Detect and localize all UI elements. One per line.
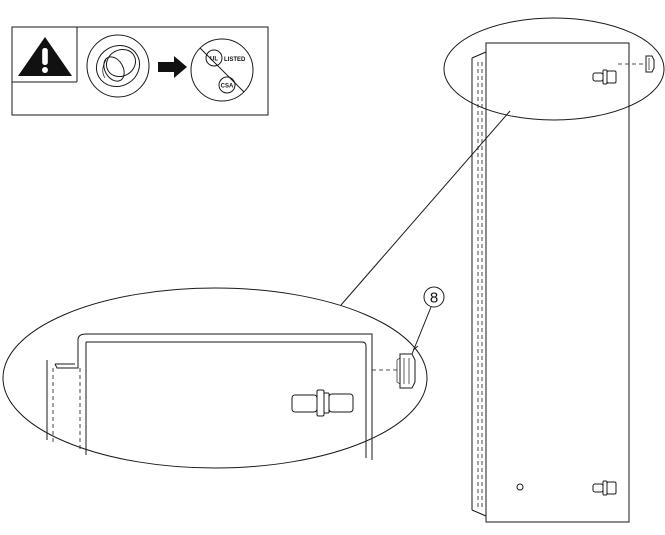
warning-panel-frame: [11, 26, 269, 116]
cert-mark-listed: LISTED: [224, 57, 246, 63]
detail-view-ellipse: [2, 287, 428, 469]
arrow-right-icon: [158, 56, 187, 78]
prohibited-circle-icon: UL LISTED CSA: [190, 38, 254, 102]
side-panel-hole: [516, 483, 524, 491]
side-panel: [471, 42, 655, 523]
top-stud: [592, 55, 655, 85]
grommet-icon: [86, 34, 150, 98]
detail-view: 8: [2, 286, 445, 469]
callout-circle: [423, 286, 445, 308]
callout-number: 8: [430, 290, 438, 307]
cert-mark-ul: UL: [210, 57, 218, 63]
callout-8: 8: [411, 286, 445, 355]
clip-fastener: [396, 345, 419, 389]
bottom-stud: [592, 480, 617, 496]
detail-leader-line: [340, 110, 511, 306]
callout-leader: [411, 306, 432, 355]
warning-panel: UL LISTED CSA: [11, 26, 269, 116]
detail-source-ellipse: [443, 17, 665, 121]
side-panel-outline: [485, 42, 630, 523]
cert-mark-csa: CSA: [221, 84, 234, 90]
warning-triangle-icon: [18, 32, 72, 76]
detail-stud: [291, 389, 354, 417]
